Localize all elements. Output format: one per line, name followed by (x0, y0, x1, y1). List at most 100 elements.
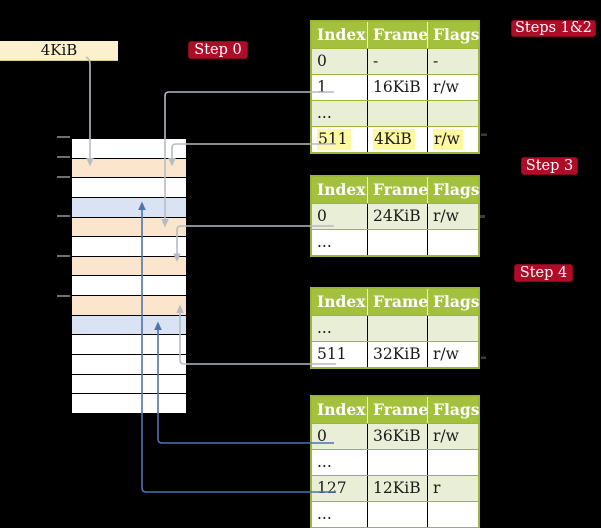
table-header-row: Index Frame Flags (312, 397, 480, 423)
table-cell: r/w (433, 78, 459, 96)
header-index: Index (312, 177, 368, 203)
table-cell: 0 (312, 424, 368, 449)
arrow-table1-index1-to-16kib-row (164, 91, 334, 219)
table-cell: 0 (312, 49, 368, 74)
physical-memory-column (70, 137, 188, 415)
table-row: 1 16KiB r/w (312, 74, 478, 100)
table-cell: 16KiB (368, 75, 428, 100)
header-frame: Frame (368, 22, 428, 48)
memory-frame-row (72, 334, 186, 355)
step-3-badge: Step 3 (521, 157, 578, 175)
table-row: 0 36KiB r/w (312, 423, 478, 449)
table-row: 511 32KiB r/w (312, 341, 478, 367)
memory-frame-row (72, 236, 186, 256)
table-cell: ... (312, 450, 368, 475)
table-cell (368, 230, 428, 255)
table-cell (428, 316, 478, 341)
memory-frame-row (72, 255, 186, 276)
table-cell: r/w (433, 427, 459, 445)
table-cell (428, 101, 478, 126)
table-row: 127 12KiB r (312, 475, 478, 501)
memory-tick (57, 215, 70, 217)
header-flags: Flags (433, 400, 480, 419)
memory-frame-row (72, 177, 186, 197)
table-cell: r (433, 479, 441, 497)
memory-tick (57, 255, 70, 257)
memory-tick (57, 156, 70, 158)
memory-tick (57, 176, 70, 178)
table-cell: 0 (312, 204, 368, 229)
table-cell: - (433, 52, 439, 70)
row-pointer-stub (480, 215, 485, 218)
header-index: Index (312, 397, 368, 423)
table-cell: 36KiB (368, 424, 428, 449)
table-row: 0 - - (312, 48, 478, 74)
highlight-mark: r/w (433, 129, 463, 150)
header-frame: Frame (368, 397, 428, 423)
table-cell: ... (312, 230, 368, 255)
header-flags: Flags (433, 292, 480, 311)
memory-frame-row (72, 295, 186, 315)
step-0-badge: Step 0 (188, 41, 248, 59)
memory-tick (57, 136, 70, 138)
header-flags: Flags (433, 25, 480, 44)
table-cell: 511 (312, 342, 368, 367)
memory-tick (57, 295, 70, 297)
table-cell (428, 450, 478, 475)
memory-frame-row (72, 393, 186, 413)
table-cell (368, 316, 428, 341)
table-row: ... (312, 229, 478, 255)
table-row: ... (312, 315, 478, 341)
table-cell: 4KiB (368, 127, 428, 152)
table-cell (368, 101, 428, 126)
page-table-3: Index Frame Flags ... 511 32KiB r/w (310, 287, 480, 369)
memory-frame-row (72, 354, 186, 374)
row-pointer-stub (481, 133, 487, 136)
table-cell: 127 (312, 476, 368, 501)
table-header-row: Index Frame Flags (312, 177, 480, 203)
table-cell: r/w (428, 127, 478, 152)
table-row: ... (312, 100, 478, 126)
table-row: ... (312, 501, 478, 527)
memory-frame-row (72, 275, 186, 296)
memory-frame-row (72, 314, 186, 335)
steps-1-2-badge: Steps 1&2 (511, 20, 596, 37)
table-row-highlighted: 511 4KiB r/w (312, 126, 478, 152)
memory-frame-row (72, 216, 186, 237)
highlight-mark: 4KiB (373, 129, 415, 150)
table-cell: ... (312, 316, 368, 341)
table-cell: - (368, 49, 428, 74)
frame-size-box: 4KiB (0, 41, 118, 61)
table-header-row: Index Frame Flags (312, 22, 480, 48)
header-frame: Frame (368, 289, 428, 315)
memory-frame-row (72, 196, 186, 217)
header-index: Index (312, 22, 368, 48)
table-cell: 24KiB (368, 204, 428, 229)
table-cell: 1 (312, 75, 368, 100)
table-row: ... (312, 449, 478, 475)
table-cell: 32KiB (368, 342, 428, 367)
header-frame: Frame (368, 177, 428, 203)
highlight-mark: 511 (317, 129, 351, 150)
page-table-2: Index Frame Flags 0 24KiB r/w ... (310, 175, 480, 257)
table-row: 0 24KiB r/w (312, 203, 478, 229)
table-cell: r/w (433, 345, 459, 363)
step-4-badge: Step 4 (514, 264, 573, 282)
page-table-4: Index Frame Flags 0 36KiB r/w ... 127 12… (310, 395, 480, 528)
header-flags: Flags (433, 180, 480, 199)
table-header-row: Index Frame Flags (312, 289, 480, 315)
header-index: Index (312, 289, 368, 315)
page-table-1: Index Frame Flags 0 - - 1 16KiB r/w ... … (310, 20, 480, 154)
table-cell: 12KiB (368, 476, 428, 501)
table-cell: ... (312, 502, 368, 527)
row-pointer-stub (481, 356, 486, 359)
table-cell (368, 450, 428, 475)
table-cell: r/w (433, 207, 459, 225)
memory-frame-row (72, 157, 186, 178)
table-cell (428, 230, 478, 255)
memory-frame-row (72, 139, 186, 158)
table-cell: ... (312, 101, 368, 126)
memory-frame-row (72, 373, 186, 394)
table-cell (428, 502, 478, 527)
